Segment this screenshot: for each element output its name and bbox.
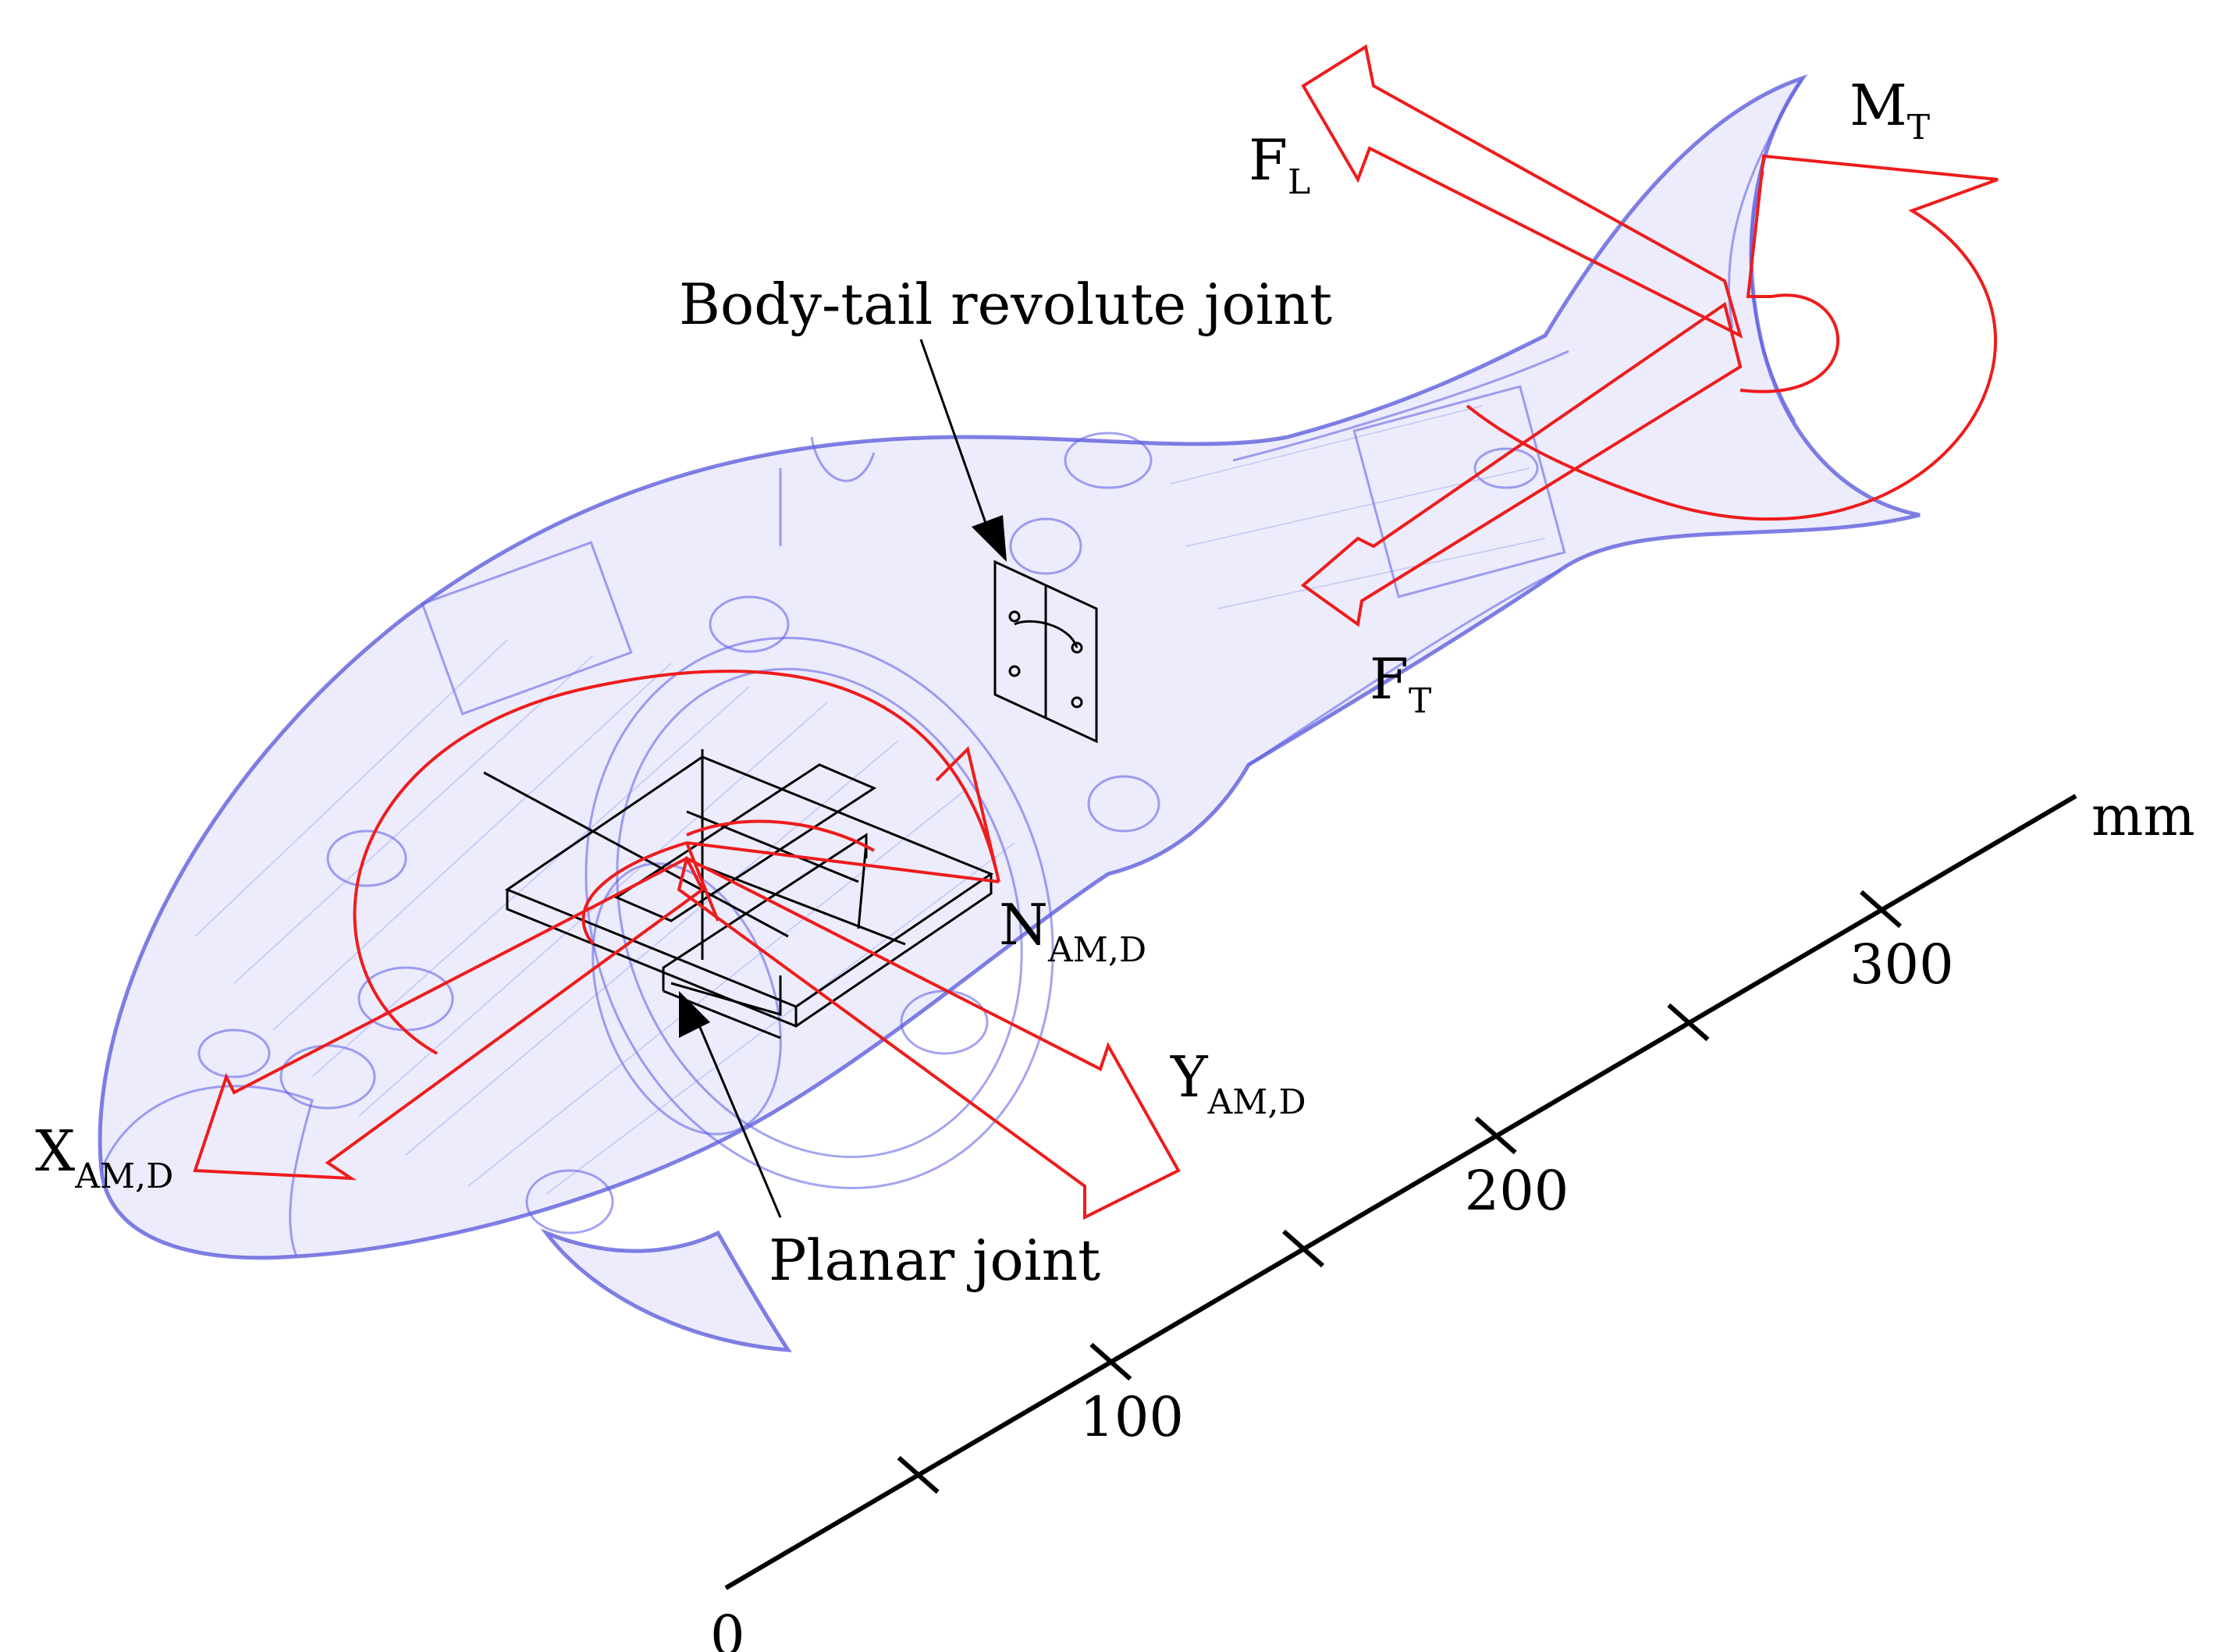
normal-inner-arc: [685, 819, 875, 922]
scale-ticks: 0 100 200 300: [710, 890, 1954, 1652]
lift-force-label: FL: [1249, 127, 1310, 202]
thrust-force-arrow: [1300, 301, 1743, 627]
drive-ring-inner: [616, 667, 1023, 1159]
scale-tick-mark: [1667, 1003, 1710, 1042]
scale-tick-mark: [1089, 1342, 1132, 1381]
x-axis-label: XAM,D: [35, 1118, 173, 1196]
force-arrows: [193, 44, 1999, 1220]
fish-body-wireframe: [98, 74, 1921, 1352]
x-axis-subscript: AM,D: [74, 1156, 173, 1196]
thrust-force-subscript: T: [1409, 681, 1431, 721]
scale-tick-label: 300: [1850, 933, 1954, 997]
scale-axis-line: [724, 794, 2077, 1590]
drive-ring: [585, 636, 1054, 1190]
scale-tick-label: 0: [710, 1604, 745, 1652]
y-axis-arrow: [677, 856, 1181, 1220]
normal-axis-symbol: N: [999, 892, 1048, 957]
y-axis-subscript: AM,D: [1207, 1082, 1306, 1122]
torque-subscript: T: [1907, 108, 1930, 147]
body-tail-joint-label: Body-tail revolute joint: [679, 272, 1332, 337]
drive-ring-hole: [592, 862, 782, 1135]
lift-force-subscript: L: [1288, 162, 1310, 202]
normal-axis-label: NAM,D: [999, 892, 1146, 970]
internal-components: [197, 385, 1566, 1235]
normal-axis-subscript: AM,D: [1047, 930, 1146, 970]
thrust-force-symbol: F: [1370, 646, 1409, 712]
thrust-force-label: FT: [1370, 646, 1431, 721]
planar-joint-label: Planar joint: [769, 1227, 1100, 1293]
lift-force-arrow: [1301, 44, 1743, 339]
tail-peduncle: [1232, 350, 1569, 766]
torque-symbol: M: [1850, 73, 1907, 138]
y-axis-label: YAM,D: [1170, 1044, 1306, 1122]
x-axis-symbol: X: [35, 1118, 75, 1184]
scale-tick-label: 100: [1079, 1385, 1184, 1449]
torque-moment-arrow: [1466, 154, 1999, 521]
scale-tick-mark: [1860, 890, 1902, 929]
scale-unit-label: mm: [2091, 784, 2195, 848]
normal-moment-arrow: [353, 670, 1000, 1055]
torque-label: MT: [1850, 73, 1930, 147]
annotation-pointers: [679, 339, 1007, 1218]
scale-bar: 0 100 200 300 mm: [710, 784, 2195, 1652]
nose-cap: [100, 1085, 314, 1257]
scale-tick-mark: [1474, 1116, 1517, 1155]
scale-tick-mark: [1282, 1229, 1324, 1268]
scale-tick-mark: [897, 1455, 940, 1494]
pectoral-fin: [540, 1228, 792, 1352]
lift-force-symbol: F: [1249, 127, 1288, 193]
y-axis-symbol: Y: [1170, 1044, 1209, 1110]
scale-tick-label: 200: [1465, 1159, 1569, 1223]
revolute-joint-model: [993, 560, 1098, 744]
x-axis-arrow: [193, 856, 705, 1181]
